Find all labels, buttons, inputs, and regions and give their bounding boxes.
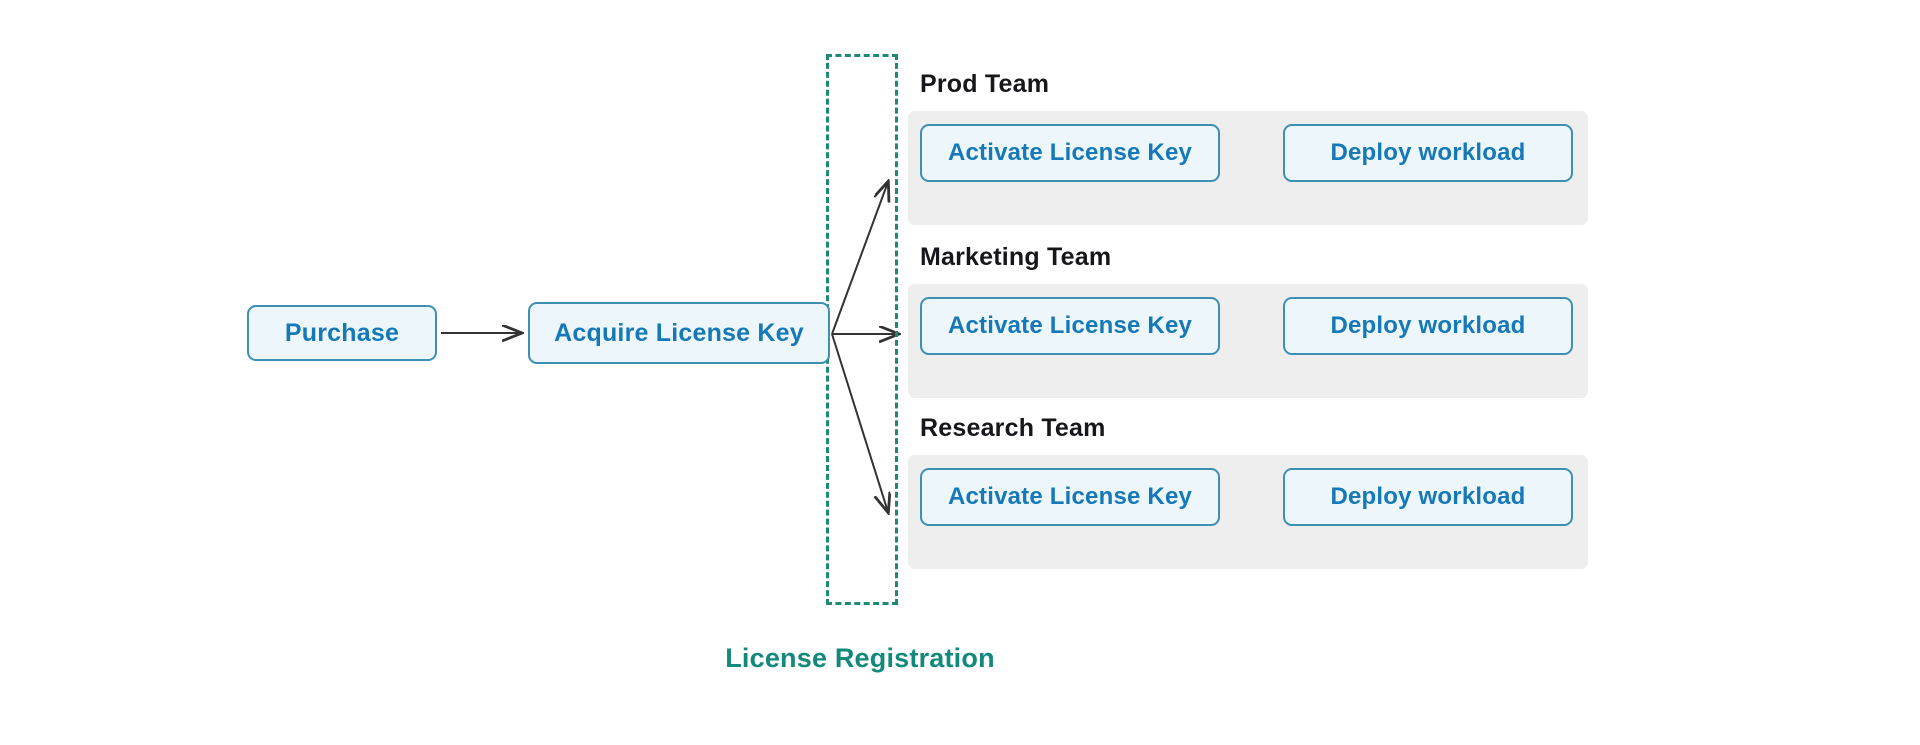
- node-activate-license-key-prod[interactable]: Activate License Key: [920, 124, 1220, 182]
- arrow-acquire-to-prod: [831, 182, 888, 335]
- node-purchase-label: Purchase: [284, 318, 400, 347]
- team-title-marketing: Marketing Team: [920, 243, 1112, 271]
- node-deploy-workload-marketing-label: Deploy workload: [1330, 312, 1526, 339]
- node-deploy-workload-prod[interactable]: Deploy workload: [1283, 124, 1573, 182]
- team-title-research: Research Team: [920, 414, 1106, 442]
- node-deploy-workload-prod-label: Deploy workload: [1330, 139, 1526, 166]
- license-registration-caption: License Registration: [725, 643, 995, 673]
- node-activate-license-key-research-label: Activate License Key: [947, 483, 1193, 510]
- node-activate-license-key-prod-label: Activate License Key: [947, 139, 1193, 166]
- node-deploy-workload-marketing[interactable]: Deploy workload: [1283, 297, 1573, 355]
- node-acquire-license-key-label: Acquire License Key: [554, 318, 804, 347]
- arrow-acquire-to-research: [831, 333, 888, 512]
- license-registration-boundary: [826, 54, 898, 605]
- node-acquire-license-key[interactable]: Acquire License Key: [528, 302, 830, 364]
- node-activate-license-key-marketing-label: Activate License Key: [947, 312, 1193, 339]
- node-deploy-workload-research[interactable]: Deploy workload: [1283, 468, 1573, 526]
- node-activate-license-key-marketing[interactable]: Activate License Key: [920, 297, 1220, 355]
- team-title-prod: Prod Team: [920, 70, 1050, 98]
- node-activate-license-key-research[interactable]: Activate License Key: [920, 468, 1220, 526]
- node-purchase[interactable]: Purchase: [247, 305, 437, 361]
- node-deploy-workload-research-label: Deploy workload: [1330, 483, 1526, 510]
